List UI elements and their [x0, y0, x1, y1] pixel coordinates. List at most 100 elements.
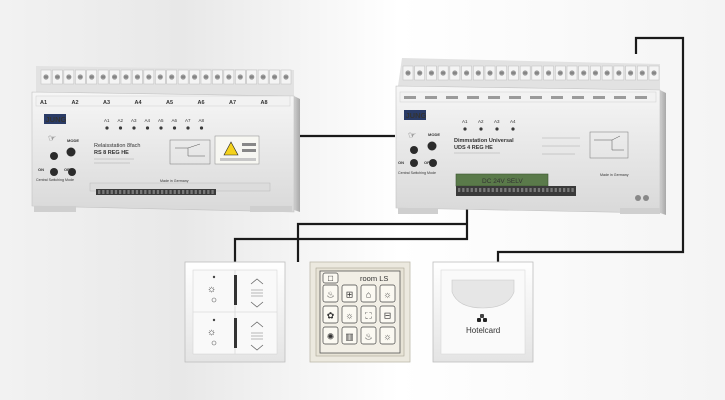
connector-pin	[500, 188, 503, 192]
home-icon: ⌂	[366, 290, 371, 300]
status-led	[118, 126, 123, 130]
dimmer-mode-button[interactable]	[427, 141, 437, 151]
relay-brand: JUNG	[46, 115, 67, 124]
connector-pin	[466, 188, 469, 192]
dimmer-title: Dimmstation Universal	[454, 138, 514, 144]
flower-icon: ✿	[327, 311, 335, 321]
connector-pin	[567, 188, 570, 192]
room-control-button[interactable]	[360, 305, 377, 324]
relay-channel-label: A1	[40, 100, 47, 106]
relay-mode-button[interactable]	[66, 147, 76, 157]
room-control-button[interactable]	[341, 305, 358, 324]
relay-led-label: A2	[118, 118, 124, 123]
status-led	[132, 126, 136, 130]
connector-pin	[135, 190, 139, 194]
room-control-button[interactable]	[379, 284, 396, 303]
warning-triangle-icon	[223, 141, 239, 156]
connector-pin	[479, 188, 482, 192]
connector-pin	[194, 190, 197, 194]
room-control-button[interactable]	[322, 326, 339, 345]
relay-on-button[interactable]	[50, 168, 58, 176]
room-control-button[interactable]	[341, 326, 358, 345]
dimmer-model: UDS 4 REG HE	[454, 145, 493, 151]
connector-pin	[521, 188, 524, 192]
bath-icon: ♨	[326, 290, 334, 300]
dimmer-made-in: Made in Germany	[600, 173, 629, 177]
tv-icon: ⛶	[364, 311, 372, 321]
room-control-button[interactable]	[360, 284, 377, 303]
dimmer-mode-label: MODE	[428, 132, 440, 137]
relay-led-label: A7	[185, 118, 191, 123]
relay-central-label: Central Switching Mode	[36, 178, 74, 182]
blind-icon	[251, 289, 263, 297]
chevron-up-icon[interactable]	[250, 321, 264, 328]
relay-channel-label: A2	[72, 100, 79, 106]
connector-pin	[182, 190, 185, 194]
relay-led-label: A8	[199, 118, 205, 123]
connector-pin	[211, 190, 214, 194]
dimmer-led-label: A3	[494, 119, 500, 124]
connector-pin	[550, 188, 553, 192]
room-control-panel: room LS ☐♨⊞⌂☼✿☼⛶⊟✺▥♨☼	[309, 261, 411, 363]
wiring	[233, 36, 685, 262]
wire-dimmer-to-keypad	[233, 196, 469, 262]
room-control-button[interactable]	[322, 305, 339, 324]
light-icon[interactable]: ☼	[207, 284, 216, 295]
dimmer-off-label: OFF	[424, 160, 433, 165]
relay-off-button[interactable]	[68, 168, 76, 176]
connector-pin	[542, 188, 545, 192]
connector-pin	[508, 188, 511, 192]
connector-pin	[131, 190, 134, 194]
status-led	[479, 127, 483, 131]
connector-pin	[529, 188, 532, 192]
relay-channel-label: A7	[229, 100, 236, 106]
relay-logo-plate	[44, 114, 66, 124]
chevron-up-icon[interactable]	[250, 278, 264, 285]
screw-icon	[635, 195, 641, 201]
dimmer-manual-button[interactable]	[410, 146, 418, 154]
connector-pin	[512, 188, 515, 192]
chevron-down-icon[interactable]	[250, 301, 264, 308]
dimmer-brand: JUNG	[406, 111, 427, 120]
room-control-button[interactable]	[379, 305, 396, 324]
dimmer-on-label: ON	[398, 160, 404, 165]
status-led	[511, 127, 515, 131]
connector-pin	[144, 190, 147, 194]
room-control-button[interactable]	[322, 272, 339, 284]
relay-channel-label: A5	[166, 100, 173, 106]
dimmer-on-button[interactable]	[410, 159, 418, 167]
relay-off-label: OFF	[64, 167, 73, 172]
relay-bus-connector	[96, 189, 216, 195]
status-led	[186, 126, 190, 130]
connector-pin	[563, 188, 566, 192]
menu-icon: ⊞	[346, 290, 354, 300]
dimmer-terminal-strip	[399, 91, 657, 103]
relay-led-label: A6	[172, 118, 178, 123]
chevron-down-icon[interactable]	[250, 344, 264, 351]
relay-on-label: ON	[38, 167, 44, 172]
relay-title: Relaisstation 8fach	[94, 143, 140, 149]
screw-icon	[643, 195, 649, 201]
room-control-button[interactable]	[379, 326, 396, 345]
connector-pin	[487, 188, 490, 192]
connector-pin	[203, 190, 206, 194]
connector-pin	[156, 190, 160, 194]
lamp-icon: ☼	[345, 311, 353, 321]
room-control-button[interactable]	[322, 284, 339, 303]
status-led	[199, 126, 204, 130]
connector-pin	[554, 188, 557, 192]
card-slot[interactable]	[451, 279, 515, 309]
dimmer-strip-labels	[404, 96, 647, 99]
room-control-button[interactable]	[341, 284, 358, 303]
relay-manual-button[interactable]	[50, 152, 58, 160]
dimmer-off-button[interactable]	[429, 159, 437, 167]
light-icon[interactable]: ☼	[207, 327, 216, 338]
relay-channel-label: A6	[198, 100, 205, 106]
room-control-button[interactable]	[360, 326, 377, 345]
dimmer-circuit-diagram	[589, 131, 629, 159]
